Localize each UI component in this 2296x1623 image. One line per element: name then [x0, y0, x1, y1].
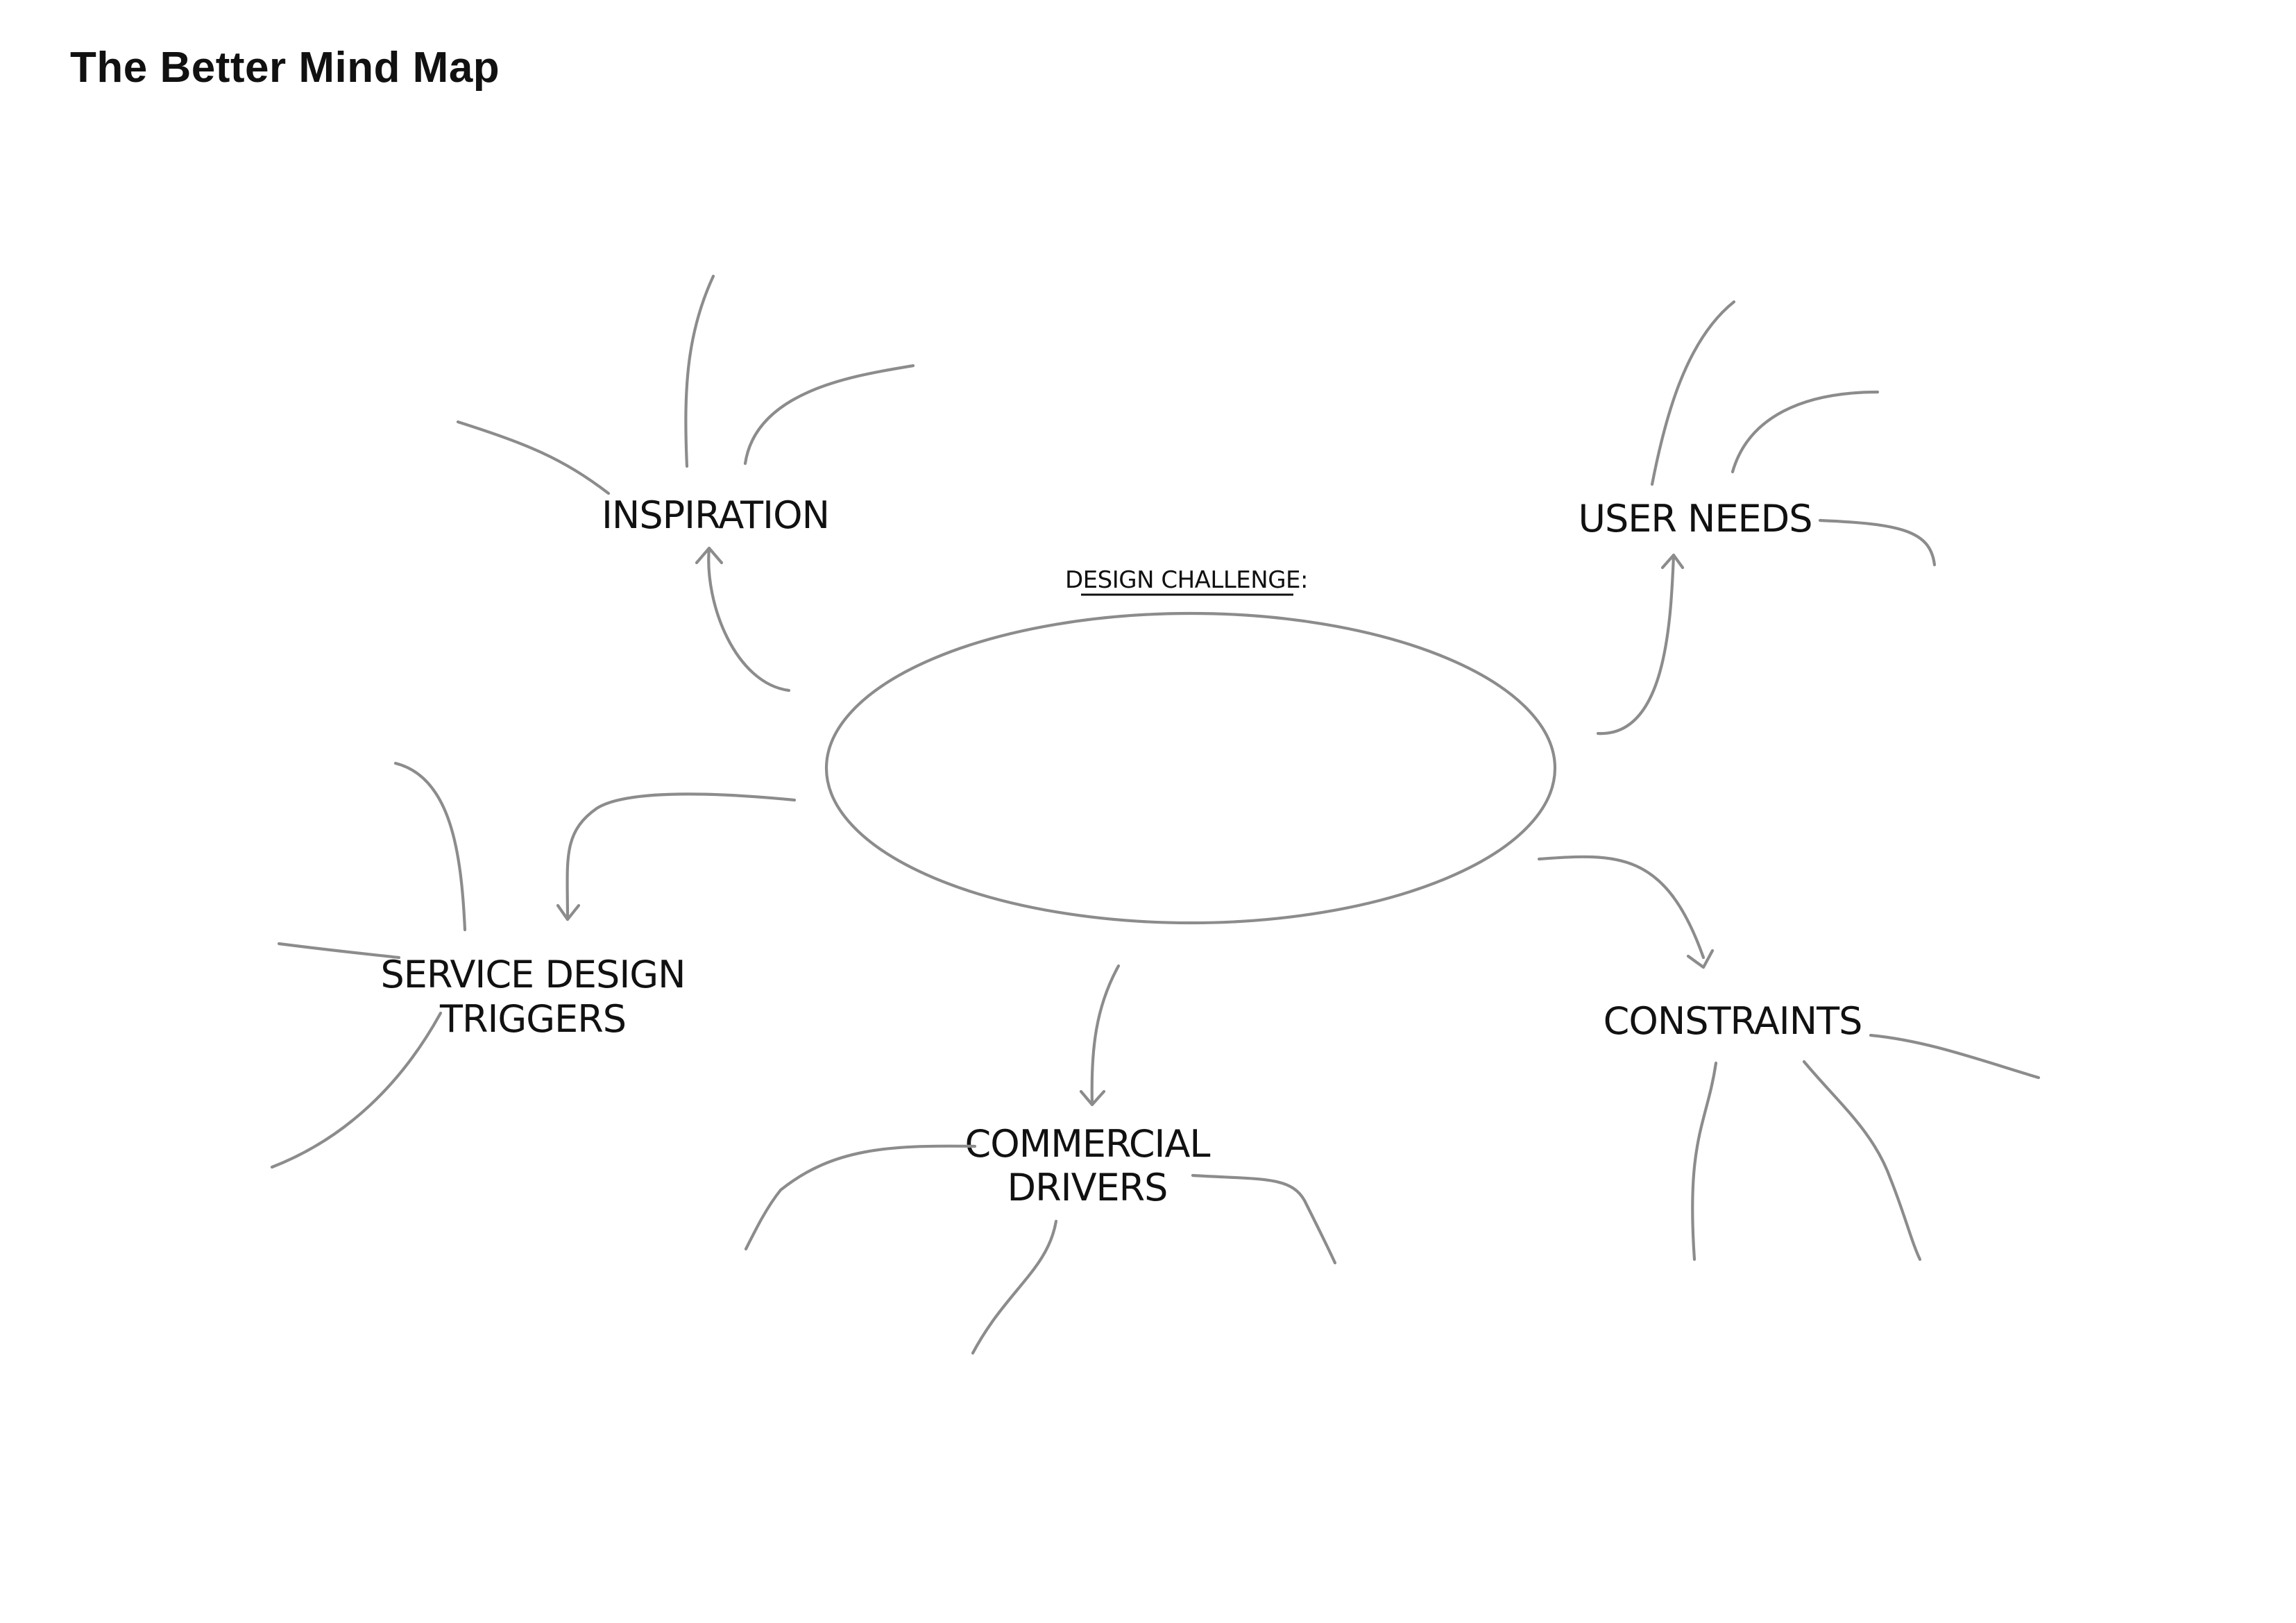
- branch-inspiration-2: [684, 274, 715, 468]
- branch-inspiration-3: [743, 364, 915, 466]
- node-label-service-design-triggers-line2[interactable]: TRIGGERS: [439, 997, 627, 1041]
- arrow-to-user-needs: [1596, 553, 1676, 736]
- branch-user-needs-1: [1650, 300, 1736, 486]
- node-label-commercial-drivers-line2[interactable]: DRIVERS: [1007, 1166, 1168, 1209]
- node-label-service-design-triggers-line1[interactable]: SERVICE DESIGN: [381, 953, 686, 996]
- arrow-to-inspiration: [707, 546, 791, 692]
- arrowhead-commercial-drivers: [1079, 1089, 1106, 1107]
- arrow-to-service-design-triggers: [566, 792, 797, 921]
- branch-commercial-drivers-2: [971, 1219, 1058, 1355]
- branch-constraints-3: [1802, 1060, 1922, 1261]
- node-label-user-needs[interactable]: USER NEEDS: [1578, 497, 1812, 541]
- arrow-to-constraints: [1537, 855, 1706, 960]
- node-label-constraints[interactable]: CONSTRAINTS: [1604, 999, 1863, 1043]
- branch-service-design-triggers-1: [393, 761, 467, 932]
- branch-constraints-1: [1869, 1033, 2041, 1080]
- arrow-to-commercial-drivers: [1090, 964, 1121, 1107]
- arrowhead-user-needs: [1660, 553, 1685, 570]
- node-label-inspiration[interactable]: INSPIRATION: [602, 493, 830, 537]
- node-label-commercial-drivers-line1[interactable]: COMMERCIAL: [965, 1122, 1211, 1166]
- arrowhead-service-design-triggers: [556, 903, 581, 921]
- arrowhead-constraints: [1686, 949, 1715, 969]
- branch-constraints-2: [1691, 1061, 1718, 1261]
- branch-commercial-drivers-3: [1191, 1173, 1337, 1265]
- center-label: DESIGN CHALLENGE:: [1065, 566, 1308, 594]
- branch-user-needs-3: [1818, 518, 1937, 567]
- branch-user-needs-2: [1730, 390, 1880, 474]
- branch-service-design-triggers-3: [270, 1011, 443, 1169]
- branch-service-design-triggers-2: [277, 942, 401, 960]
- branch-inspiration-1: [456, 420, 611, 495]
- arrowhead-inspiration: [695, 546, 724, 565]
- page-title: The Better Mind Map: [70, 44, 500, 92]
- center-ellipse[interactable]: [824, 611, 1557, 925]
- branch-commercial-drivers-1: [744, 1144, 977, 1251]
